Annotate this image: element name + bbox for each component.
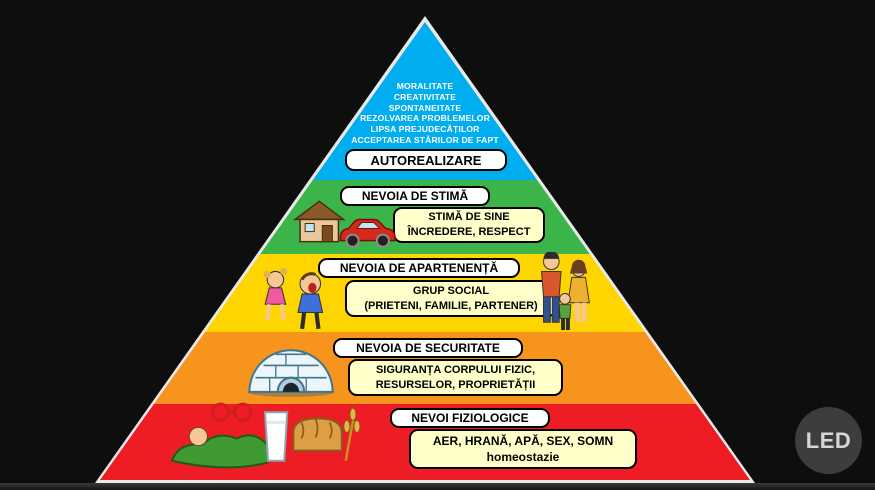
detail-line: STIMĂ DE SINE [428,211,510,223]
trait-line: CREATIVITATE [393,91,457,102]
trait-line: MORALITATE [396,81,454,91]
trait-line: REZOLVAREA PROBLEMELOR [360,113,490,124]
detail-line: homeostazie [486,450,560,464]
nevoia-de-securitate-details: SIGURANȚA CORPULUI FIZIC, RESURSELOR, PR… [348,359,563,396]
detail-line: ÎNCREDERE, RESPECT [407,226,531,238]
nevoia-de-stima-details: STIMĂ DE SINE ÎNCREDERE, RESPECT [393,207,545,243]
nevoia-de-apartenenta-details: GRUP SOCIAL (PRIETENI, FAMILIE, PARTENER… [345,280,557,317]
led-watermark: LED [795,407,862,474]
autorealizare-traits: MORALITATE CREATIVITATE SPONTANEITATE RE… [325,81,525,146]
detail-line: SIGURANȚA CORPULUI FIZIC, [375,363,536,376]
trait-line: SPONTANEITATE [388,102,462,113]
nevoia-de-apartenenta-title: NEVOIA DE APARTENENȚĂ [318,258,520,278]
trait-line: ACCEPTAREA STĂRILOR DE FAPT [351,134,499,145]
nevoia-de-stima-title: NEVOIA DE STIMĂ [340,186,490,206]
nevoi-fiziologice-details: AER, HRANĂ, APĂ, SEX, SOMN homeostazie [409,429,637,469]
detail-line: (PRIETENI, FAMILIE, PARTENER) [364,299,538,312]
children-playing-icon [259,257,339,331]
detail-line: AER, HRANĂ, APĂ, SEX, SOMN [432,434,614,448]
family-icon [533,252,595,332]
autorealizare-title: AUTOREALIZARE [345,149,507,171]
nevoi-fiziologice-title: NEVOI FIZIOLOGICE [390,408,550,428]
trait-line: LIPSA PREJUDECĂȚILOR [370,124,480,135]
detail-line: RESURSELOR, PROPRIETĂȚII [375,378,536,391]
detail-line: GRUP SOCIAL [412,284,490,297]
igloo-icon [245,335,337,398]
food-and-rest-icon [168,398,360,474]
nevoia-de-securitate-title: NEVOIA DE SECURITATE [333,338,523,358]
bottom-edge-strip [0,483,875,490]
house-and-car-icon [292,197,398,250]
